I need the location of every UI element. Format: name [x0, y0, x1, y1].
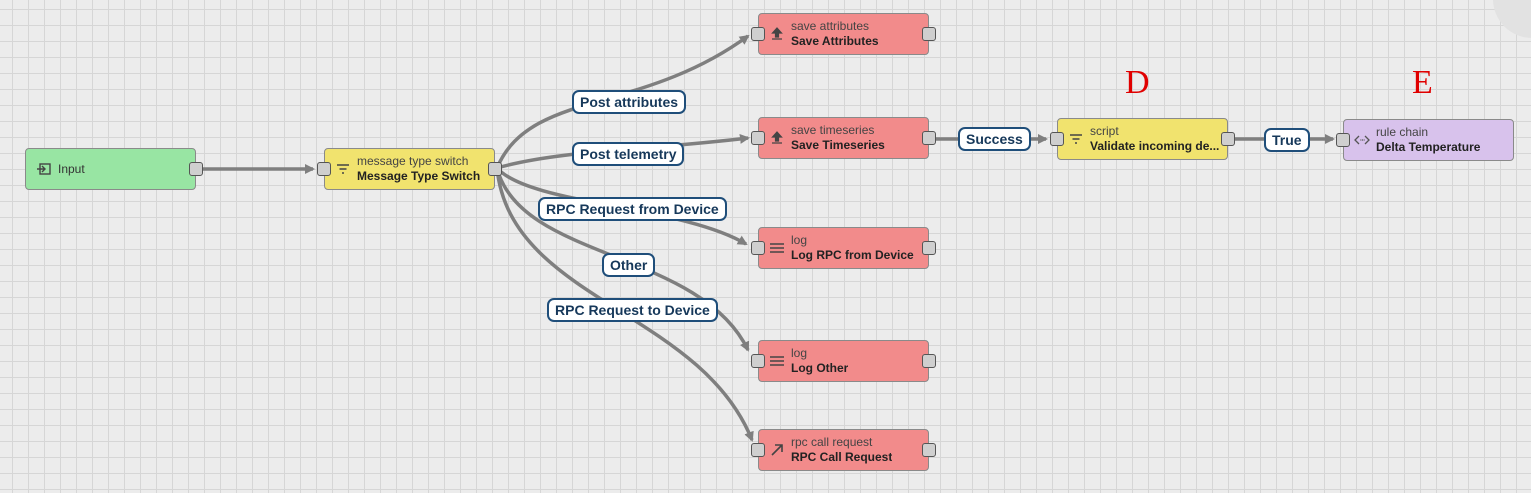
- link-label-true[interactable]: True: [1264, 128, 1310, 152]
- link-label-other[interactable]: Other: [602, 253, 656, 277]
- input-port[interactable]: [751, 241, 765, 255]
- node-log-other[interactable]: log Log Other: [751, 340, 936, 382]
- node-name: Message Type Switch: [357, 169, 481, 183]
- upload-icon: [771, 27, 783, 40]
- node-type: save timeseries: [791, 123, 875, 137]
- upload-icon: [771, 131, 783, 144]
- output-port[interactable]: [922, 27, 936, 41]
- node-rpc-call-request[interactable]: rpc call request RPC Call Request: [751, 429, 936, 471]
- menu-icon: [770, 356, 784, 366]
- output-port[interactable]: [922, 131, 936, 145]
- filter-icon: [1070, 134, 1082, 144]
- link-label-post-attributes[interactable]: Post attributes: [572, 90, 687, 114]
- code-icon: [1354, 135, 1370, 145]
- node-type: rule chain: [1376, 125, 1429, 139]
- node-name: RPC Call Request: [791, 450, 893, 464]
- node-type: log: [791, 346, 808, 360]
- output-port[interactable]: [922, 241, 936, 255]
- node-script[interactable]: script Validate incoming de...: [1050, 118, 1235, 160]
- input-icon: [37, 163, 51, 175]
- node-input-label: Input: [58, 161, 85, 176]
- node-name: Validate incoming de...: [1090, 139, 1220, 153]
- node-save-timeseries[interactable]: save timeseries Save Timeseries: [751, 117, 936, 159]
- input-port[interactable]: [317, 162, 331, 176]
- link-label-post-telemetry[interactable]: Post telemetry: [572, 142, 685, 166]
- input-port[interactable]: [751, 131, 765, 145]
- node-name: Delta Temperature: [1376, 140, 1481, 154]
- annotation-marker-d: D: [1125, 64, 1150, 101]
- node-name: Log RPC from Device: [791, 248, 914, 262]
- node-rule-chain[interactable]: rule chain Delta Temperature: [1336, 119, 1514, 161]
- annotation-marker-e: E: [1412, 64, 1433, 101]
- input-port[interactable]: [1050, 132, 1064, 146]
- input-port[interactable]: [751, 27, 765, 41]
- node-save-attributes[interactable]: save attributes Save Attributes: [751, 13, 936, 55]
- node-name: Log Other: [791, 361, 849, 375]
- filter-icon: [337, 164, 349, 174]
- output-port[interactable]: [922, 443, 936, 457]
- node-name: Save Timeseries: [791, 138, 885, 152]
- output-port[interactable]: [922, 354, 936, 368]
- node-type: rpc call request: [791, 435, 873, 449]
- arrow-up-right-icon: [771, 444, 783, 456]
- node-name: Save Attributes: [791, 34, 879, 48]
- node-type: log: [791, 233, 808, 247]
- link-label-success[interactable]: Success: [958, 127, 1031, 151]
- link-label-rpc-request-to-device[interactable]: RPC Request to Device: [547, 298, 718, 322]
- output-port[interactable]: [189, 162, 203, 176]
- input-port[interactable]: [751, 443, 765, 457]
- node-type: save attributes: [791, 19, 870, 33]
- node-input[interactable]: Input: [25, 148, 203, 190]
- output-port[interactable]: [1221, 132, 1235, 146]
- input-port[interactable]: [1336, 133, 1350, 147]
- node-type: script: [1090, 124, 1119, 138]
- node-log-rpc-from-device[interactable]: log Log RPC from Device: [751, 227, 936, 269]
- menu-icon: [770, 243, 784, 253]
- output-port[interactable]: [488, 162, 502, 176]
- node-message-type-switch[interactable]: message type switch Message Type Switch: [317, 148, 502, 190]
- node-type: message type switch: [357, 154, 469, 168]
- input-port[interactable]: [751, 354, 765, 368]
- link-label-rpc-request-from-device[interactable]: RPC Request from Device: [538, 197, 727, 221]
